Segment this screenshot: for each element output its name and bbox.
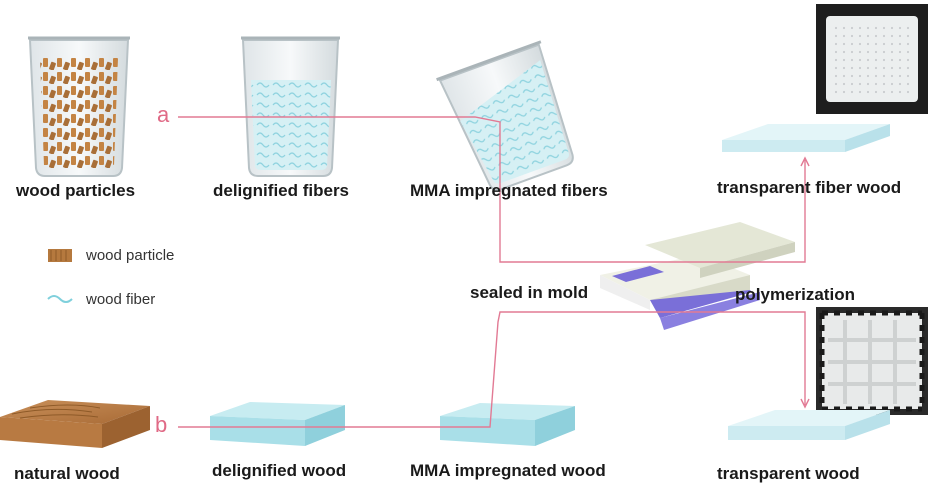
path-line-b xyxy=(178,311,810,428)
beaker-wood-particles xyxy=(28,36,130,177)
natural-wood-block xyxy=(0,400,150,448)
label-polymerization: polymerization xyxy=(735,285,855,304)
legend-wood-particle-label: wood particle xyxy=(86,247,175,264)
photo-transparent-wood xyxy=(816,307,928,415)
legend-wood-fiber-label: wood fiber xyxy=(86,291,156,308)
mold xyxy=(600,222,795,330)
beaker-delignified-fibers xyxy=(241,36,340,177)
label-natural-wood: natural wood xyxy=(14,464,120,483)
legend-wood-fiber-icon xyxy=(47,295,73,303)
label-mma-impregnated-fibers: MMA impregnated fibers xyxy=(410,181,608,200)
beaker-mma-fibers xyxy=(436,40,574,192)
label-mma-impregnated-wood: MMA impregnated wood xyxy=(410,461,606,480)
label-transparent-fiber-wood: transparent fiber wood xyxy=(717,178,902,197)
path-letter-a: a xyxy=(157,102,170,127)
path-letter-b: b xyxy=(155,412,168,437)
slab-delignified-wood xyxy=(210,402,345,446)
label-sealed-in-mold: sealed in mold xyxy=(470,283,589,302)
label-delignified-wood: delignified wood xyxy=(212,461,347,480)
path-line-a xyxy=(178,116,810,263)
legend-wood-particle-icon xyxy=(48,249,72,262)
label-wood-particles: wood particles xyxy=(16,181,136,200)
slab-transparent-fiber-wood xyxy=(722,124,890,152)
slab-transparent-wood xyxy=(728,410,890,440)
label-transparent-wood: transparent wood xyxy=(717,464,860,483)
photo-transparent-fiber-wood xyxy=(816,4,928,114)
slab-mma-impregnated-wood xyxy=(440,403,575,446)
label-delignified-fibers: delignified fibers xyxy=(213,181,350,200)
